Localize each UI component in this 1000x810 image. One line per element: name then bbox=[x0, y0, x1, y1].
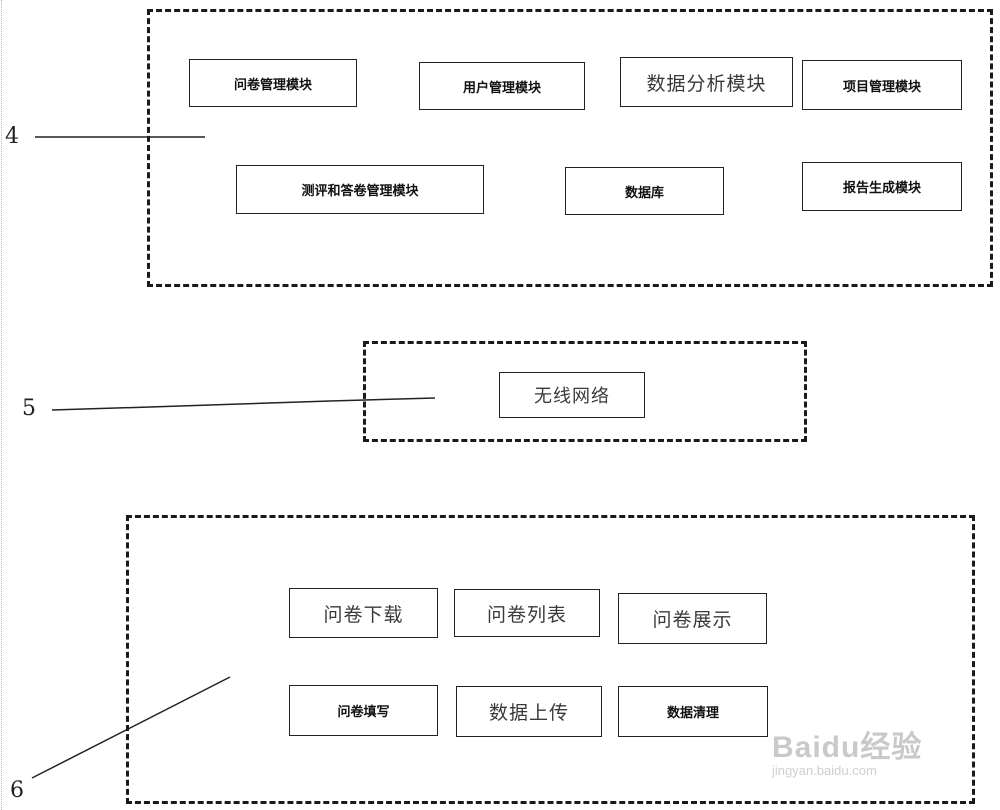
module-label: 问卷管理模块 bbox=[233, 77, 312, 93]
network-group bbox=[363, 341, 807, 442]
data-analysis-module: 数据分析模块 bbox=[620, 57, 793, 107]
questionnaire-download-module: 问卷下载 bbox=[289, 588, 438, 638]
reference-label-6: 6 bbox=[10, 778, 24, 803]
database-module: 数据库 bbox=[565, 167, 724, 215]
module-label: 测评和答卷管理模块 bbox=[301, 184, 419, 199]
module-label: 问卷列表 bbox=[486, 603, 567, 626]
questionnaire-fill-module: 问卷填写 bbox=[289, 685, 438, 736]
questionnaire-display-module: 问卷展示 bbox=[618, 593, 767, 644]
reference-label-4: 4 bbox=[5, 124, 19, 149]
user-management-module: 用户管理模块 bbox=[419, 62, 585, 110]
questionnaire-management-module: 问卷管理模块 bbox=[189, 59, 357, 107]
module-label: 数据分析模块 bbox=[646, 72, 767, 95]
module-label: 数据库 bbox=[624, 185, 664, 201]
module-label: 项目管理模块 bbox=[842, 79, 921, 95]
data-upload-module: 数据上传 bbox=[456, 686, 602, 737]
module-label: 问卷下载 bbox=[323, 603, 404, 626]
reference-label-5: 5 bbox=[22, 396, 36, 421]
data-cleanup-module: 数据清理 bbox=[618, 686, 768, 737]
module-label: 问卷填写 bbox=[337, 705, 390, 720]
report-generation-module: 报告生成模块 bbox=[802, 162, 962, 211]
assessment-and-answer-management-module: 测评和答卷管理模块 bbox=[236, 165, 484, 214]
module-label: 无线网络 bbox=[534, 386, 610, 407]
module-label: 用户管理模块 bbox=[462, 80, 541, 96]
module-label: 问卷展示 bbox=[652, 609, 733, 631]
wireless-network-module: 无线网络 bbox=[499, 372, 645, 418]
page-edge-dotted-line bbox=[1, 0, 2, 810]
questionnaire-list-module: 问卷列表 bbox=[454, 589, 600, 637]
baidu-watermark-logo: Baidu经验 bbox=[772, 731, 923, 764]
module-label: 报告生成模块 bbox=[842, 181, 921, 196]
server-module-group bbox=[147, 9, 993, 287]
baidu-watermark-url: jingyan.baidu.com bbox=[772, 763, 877, 778]
leader-line-6 bbox=[31, 676, 231, 779]
project-management-module: 项目管理模块 bbox=[802, 60, 962, 110]
module-label: 数据清理 bbox=[666, 706, 719, 721]
module-label: 数据上传 bbox=[488, 702, 569, 724]
client-module-group bbox=[126, 515, 975, 804]
